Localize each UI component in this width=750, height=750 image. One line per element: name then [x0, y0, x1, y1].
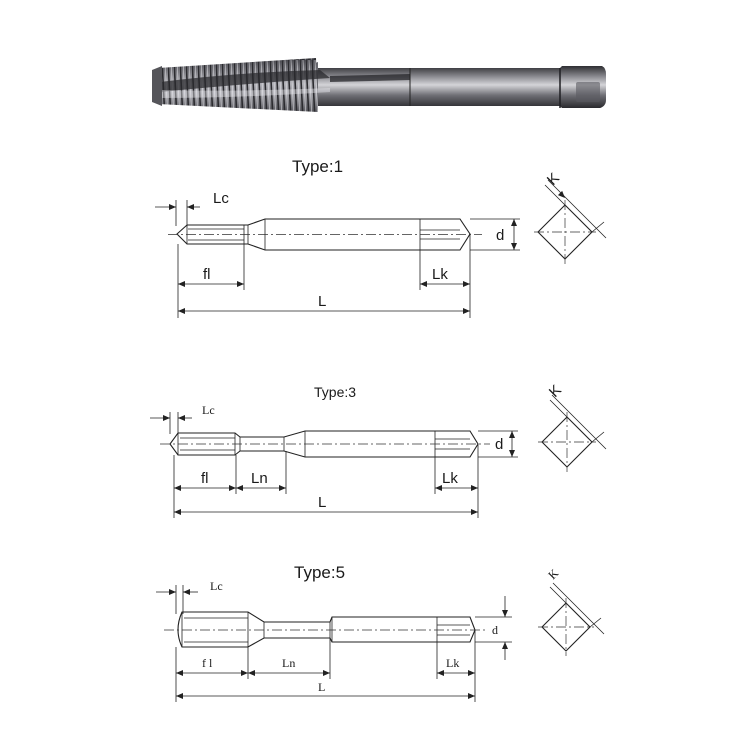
label-d: d [496, 227, 504, 244]
label-k: K [546, 382, 565, 401]
label-d: d [492, 623, 498, 637]
label-l: L [318, 494, 326, 511]
diagram-type-5: Type:5 Lc f l [156, 563, 605, 702]
diagram-type-3: Type:3 Lc fl [150, 382, 607, 518]
label-lc: Lc [213, 190, 229, 207]
label-lc: Lc [210, 579, 223, 593]
diagram-title: Type:3 [314, 384, 356, 400]
tap-photo [152, 58, 606, 112]
label-k: K [545, 566, 561, 582]
label-lk: Lk [446, 656, 459, 670]
label-l: L [318, 293, 326, 310]
diagram-title: Type:5 [294, 563, 345, 582]
square-end-view: K [534, 170, 607, 264]
label-fl: fl [201, 470, 209, 487]
label-ln: Ln [282, 656, 295, 670]
square-end-view: K [538, 566, 605, 656]
label-fl: fl [203, 266, 211, 283]
label-lc: Lc [202, 403, 215, 417]
label-lk: Lk [432, 266, 448, 283]
label-d: d [495, 436, 503, 453]
label-l: L [318, 680, 325, 694]
label-lk: Lk [442, 470, 458, 487]
diagram-type-1: Type:1 Lc fl [155, 157, 607, 318]
tap-outline [168, 218, 482, 251]
tap-outline [164, 611, 486, 648]
tap-outline [160, 430, 490, 458]
diagram-title: Type:1 [292, 157, 343, 176]
label-k: K [544, 170, 563, 189]
label-ln: Ln [251, 470, 268, 487]
square-end-view: K [538, 382, 607, 472]
label-fl: f l [202, 656, 213, 670]
